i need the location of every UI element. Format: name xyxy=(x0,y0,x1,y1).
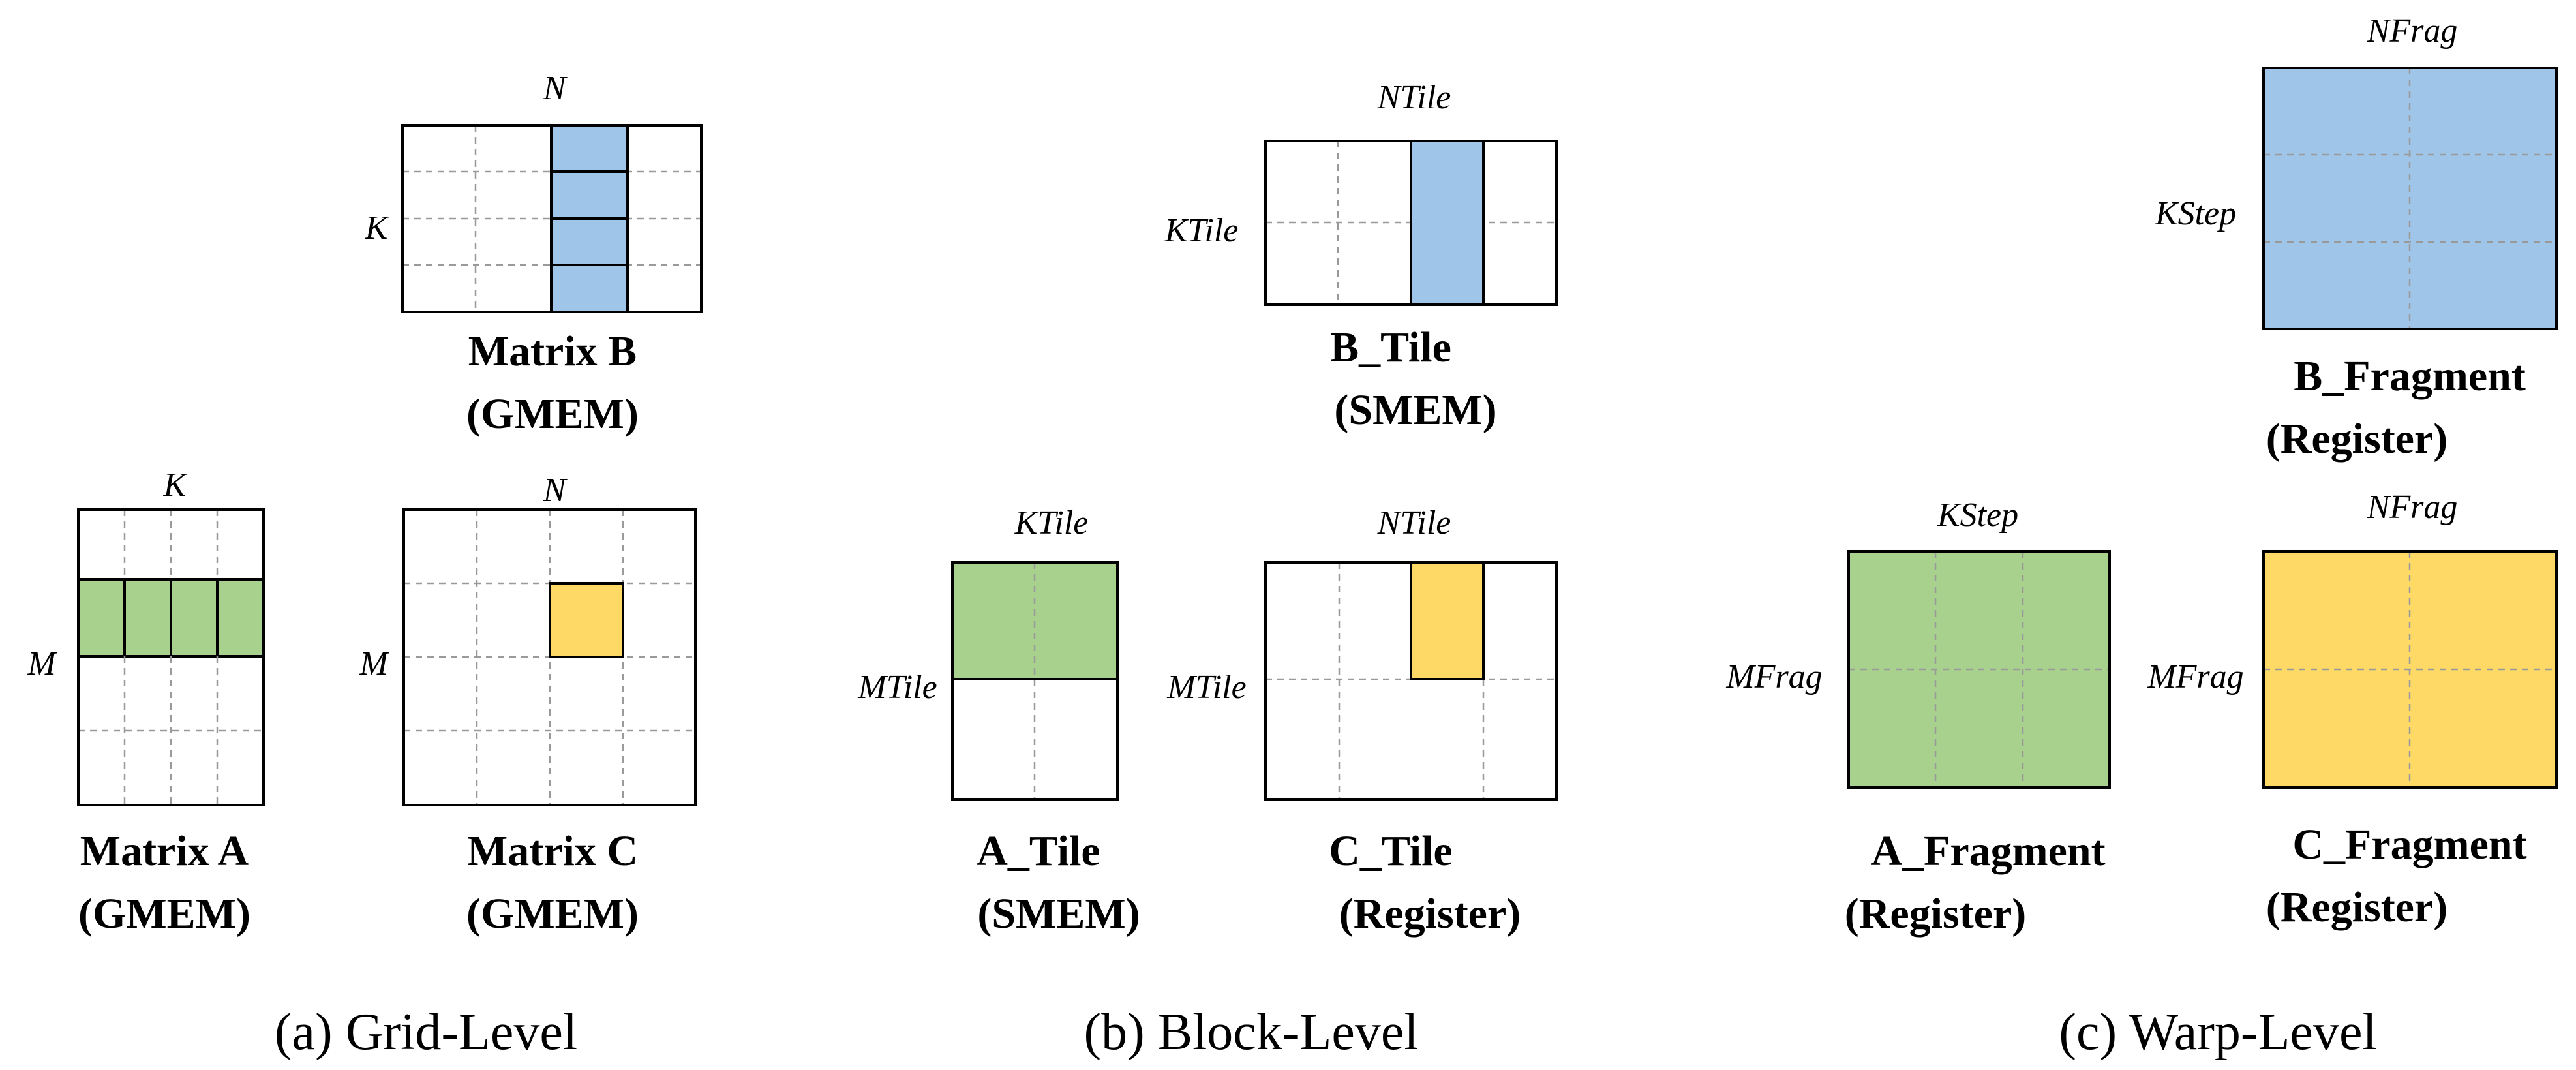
a-tile-caption-memory: (SMEM) xyxy=(977,890,1140,938)
matrix-b-frame xyxy=(401,124,703,313)
b-fragment-frame xyxy=(2262,67,2558,330)
c-fragment-caption-name: C_Fragment xyxy=(2292,821,2526,868)
c-tile-block-highlight xyxy=(1410,561,1485,680)
b-fragment-dim-top: NFrag xyxy=(2367,12,2458,50)
warp-level-subcaption: (c) Warp-Level xyxy=(2059,1003,2376,1061)
b-fragment-caption-memory: (Register) xyxy=(2266,415,2448,463)
matrix-b-column-dividers xyxy=(551,170,628,266)
a-fragment-dim-left: MFrag xyxy=(1725,658,1822,696)
c-tile-dim-left: MTile xyxy=(1166,669,1246,706)
matrix-c-dim-top: N xyxy=(543,472,568,509)
c-tile-frame xyxy=(1264,561,1558,801)
a-tile-dim-left: MTile xyxy=(857,669,937,706)
matrix-b-caption-name: Matrix B xyxy=(468,328,637,375)
matrix-a-dim-left: M xyxy=(27,645,57,682)
a-tile-caption-name: A_Tile xyxy=(977,827,1100,875)
b-fragment-grid-lines xyxy=(2264,68,2556,329)
c-fragment-dim-left: MFrag xyxy=(2147,658,2243,696)
matrix-a-frame xyxy=(77,508,265,806)
b-tile-dim-left: KTile xyxy=(1164,212,1239,249)
c-fragment-grid-lines xyxy=(2264,551,2556,787)
c-tile-dim-top: NTile xyxy=(1377,504,1451,542)
matrix-a-row-dividers xyxy=(123,579,219,656)
b-tile-dim-top: NTile xyxy=(1377,79,1451,116)
c-tile-caption-memory: (Register) xyxy=(1339,890,1521,938)
matrix-c-caption-memory: (GMEM) xyxy=(466,890,639,938)
c-fragment-caption-memory: (Register) xyxy=(2266,883,2448,931)
b-tile-frame xyxy=(1264,140,1558,306)
block-level-subcaption: (b) Block-Level xyxy=(1083,1003,1418,1061)
b-tile-caption-name: B_Tile xyxy=(1330,324,1451,371)
matrix-a-caption-memory: (GMEM) xyxy=(78,890,250,938)
matrix-c: N M Matrix C (GMEM) xyxy=(359,472,697,938)
a-fragment-frame xyxy=(1847,550,2111,789)
b-tile-column-highlight xyxy=(1410,140,1485,306)
a-fragment-dim-top: KStep xyxy=(1937,497,2018,534)
b-tile-caption-memory: (SMEM) xyxy=(1334,386,1496,434)
c-fragment-dim-top: NFrag xyxy=(2367,489,2458,526)
c-tile: NTile MTile C_Tile (Register) xyxy=(1166,504,1558,938)
a-fragment-caption-name: A_Fragment xyxy=(1871,827,2105,875)
b-fragment: NFrag KStep B_Fragment (Register) xyxy=(2155,12,2558,463)
c-tile-caption-name: C_Tile xyxy=(1329,827,1452,875)
a-fragment-caption-memory: (Register) xyxy=(1845,890,2027,938)
c-fragment-frame xyxy=(2262,550,2558,789)
a-fragment-grid-lines xyxy=(1849,551,2110,787)
b-tile: NTile KTile B_Tile (SMEM) xyxy=(1164,79,1558,434)
matrix-a-dim-top: K xyxy=(163,466,188,504)
b-fragment-dim-left: KStep xyxy=(2155,195,2236,232)
a-fragment: KStep MFrag A_Fragment (Register) xyxy=(1725,497,2111,938)
matrix-c-dim-left: M xyxy=(359,645,389,682)
c-fragment: NFrag MFrag C_Fragment (Register) xyxy=(2147,489,2558,931)
a-tile-dim-top: KTile xyxy=(1014,504,1089,542)
a-tile-frame xyxy=(951,561,1119,801)
matrix-b-dim-top: N xyxy=(543,70,568,107)
matrix-a-grid-lines xyxy=(78,510,264,805)
matrix-c-frame xyxy=(402,508,697,806)
grid-level-subcaption: (a) Grid-Level xyxy=(275,1003,577,1061)
matrix-c-block-highlight xyxy=(549,582,624,658)
a-tile: KTile MTile A_Tile (SMEM) xyxy=(857,504,1140,938)
matrix-b-caption-memory: (GMEM) xyxy=(466,390,639,438)
matrix-c-caption-name: Matrix C xyxy=(467,827,638,875)
matrix-b-dim-left: K xyxy=(365,209,389,247)
matrix-a: K M Matrix A (GMEM) xyxy=(27,466,265,938)
matrix-a-caption-name: Matrix A xyxy=(80,827,249,875)
matrix-b: N K Matrix B (GMEM) xyxy=(365,70,703,438)
b-fragment-caption-name: B_Fragment xyxy=(2294,352,2526,400)
